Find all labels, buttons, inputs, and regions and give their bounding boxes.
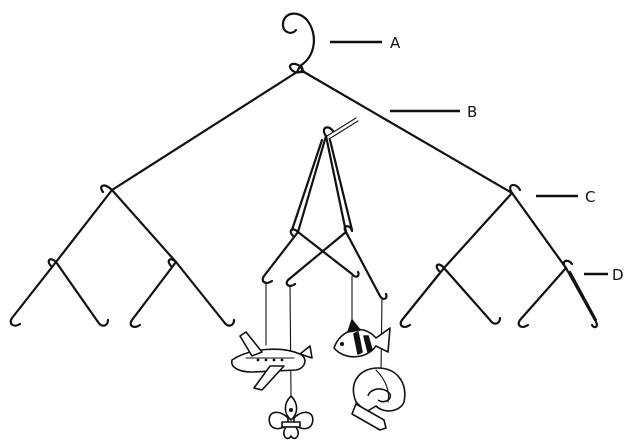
main-hanger-arms	[110, 64, 514, 195]
football-helmet-icon	[351, 367, 406, 431]
label-c-callout: C	[536, 188, 595, 206]
left-sub-hanger	[9, 184, 236, 328]
fish-icon	[333, 319, 391, 358]
label-a-callout: A	[330, 34, 401, 52]
center-mobile-hanger	[261, 117, 388, 300]
hook	[281, 12, 315, 74]
label-c: C	[585, 188, 595, 206]
right-sub-hanger	[399, 183, 599, 329]
label-b-callout: B	[390, 103, 477, 121]
label-d-callout: D	[584, 266, 624, 284]
label-d: D	[612, 266, 624, 284]
label-a: A	[390, 34, 401, 52]
label-b: B	[467, 103, 477, 121]
airplane-icon	[230, 331, 313, 391]
fleur-de-lis-icon	[268, 395, 314, 440]
